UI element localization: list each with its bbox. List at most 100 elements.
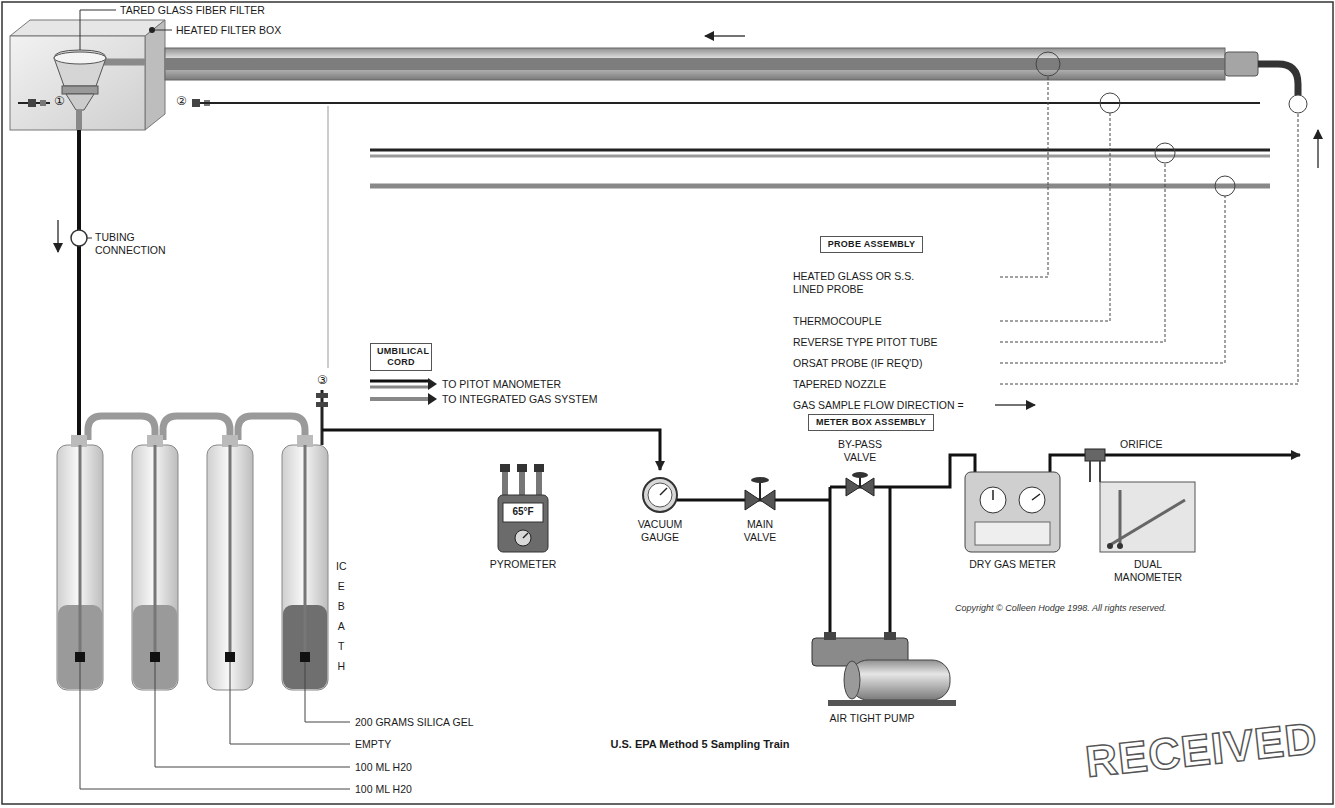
thermocouple-fittings bbox=[40, 100, 46, 106]
box-title: UMBILICAL CORD bbox=[377, 346, 425, 368]
main-valve bbox=[751, 477, 769, 483]
impinger-leaders bbox=[80, 662, 350, 789]
glass-fiber-filter bbox=[76, 110, 82, 130]
part-label: REVERSE TYPE PITOT TUBE bbox=[793, 336, 938, 349]
probe-assembly-drawing bbox=[1317, 130, 1319, 168]
pyrometer bbox=[500, 464, 510, 472]
glass-fiber-filter bbox=[54, 50, 106, 86]
heated-filter-box bbox=[145, 20, 165, 130]
pyrometer bbox=[503, 503, 543, 522]
main-valve bbox=[760, 490, 775, 510]
thermocouple-fittings bbox=[18, 99, 1260, 107]
impinger-train bbox=[57, 416, 350, 789]
pyrometer bbox=[517, 464, 527, 472]
group-title-box: PROBE ASSEMBLY bbox=[820, 236, 923, 253]
impinger bbox=[300, 652, 310, 662]
heated-filter-box bbox=[149, 27, 155, 33]
outlet-connection bbox=[328, 106, 329, 368]
impinger-leaders bbox=[155, 662, 350, 767]
outlet-connection bbox=[316, 106, 660, 470]
impinger bbox=[282, 445, 328, 690]
contents-label: 100 ML H20 bbox=[355, 783, 412, 796]
group-title-box: UMBILICAL CORD bbox=[370, 343, 432, 371]
glass-fiber-filter bbox=[80, 10, 116, 50]
heated-filter-box bbox=[10, 36, 145, 130]
thermocouple-fittings bbox=[192, 99, 200, 107]
air-tight-pump bbox=[824, 632, 836, 640]
orifice-and-manometer bbox=[1085, 449, 1105, 461]
heated-filter-box bbox=[10, 20, 165, 36]
pyrometer bbox=[515, 530, 531, 546]
outlet-connection bbox=[321, 390, 324, 445]
probe-assembly-drawing bbox=[370, 155, 1270, 158]
umbilical-cord-lines bbox=[370, 397, 428, 401]
pyrometer bbox=[498, 495, 548, 552]
vertical-label: ICE BATH bbox=[336, 556, 347, 676]
by-pass-valve bbox=[846, 472, 874, 496]
main-valve bbox=[745, 477, 775, 510]
impinger-leaders bbox=[80, 662, 350, 789]
flow-note: GAS SAMPLE FLOW DIRECTION = bbox=[793, 399, 964, 412]
impinger-connectors bbox=[88, 416, 155, 440]
orifice-and-manometer bbox=[1119, 490, 1122, 545]
callout-number: ① bbox=[54, 95, 65, 108]
vacuum-gauge bbox=[660, 488, 667, 495]
flow-direction-arrow bbox=[995, 404, 1035, 406]
contents-label: 100 ML H20 bbox=[355, 761, 412, 774]
probe-callout-leaders bbox=[1000, 52, 1307, 384]
diagram-caption: U.S. EPA Method 5 Sampling Train bbox=[450, 738, 950, 751]
contents-label: 200 GRAMS SILICA GEL bbox=[355, 716, 473, 729]
heated-filter-box bbox=[10, 20, 172, 130]
by-pass-valve bbox=[860, 478, 874, 496]
impinger bbox=[207, 445, 253, 690]
by-pass-valve bbox=[846, 478, 860, 496]
probe-assembly-drawing bbox=[165, 48, 1225, 80]
glass-fiber-filter bbox=[54, 52, 106, 64]
impinger bbox=[132, 435, 178, 690]
part-label: ORIFICE bbox=[1120, 438, 1163, 451]
part-label: TARED GLASS FIBER FILTER bbox=[120, 4, 265, 17]
dry-gas-meter bbox=[965, 472, 1060, 552]
group-title-box: METER BOX ASSEMBLY bbox=[808, 414, 934, 431]
by-pass-valve bbox=[859, 477, 861, 487]
part-label: DUAL MANOMETER bbox=[1108, 558, 1188, 583]
thermocouple-fittings bbox=[28, 99, 36, 107]
probe-callout-leaders bbox=[1000, 76, 1048, 277]
pyrometer bbox=[498, 464, 548, 552]
part-label: TAPERED NOZZLE bbox=[793, 378, 886, 391]
meter-box-piping bbox=[890, 455, 975, 487]
air-tight-pump bbox=[812, 632, 956, 706]
probe-callout-leaders bbox=[1000, 196, 1225, 363]
part-label: AIR TIGHT PUMP bbox=[807, 712, 937, 725]
impinger-connectors bbox=[88, 416, 305, 440]
umbilical-cord-lines bbox=[370, 386, 428, 389]
orifice-and-manometer bbox=[1107, 543, 1113, 549]
heated-filter-box bbox=[155, 30, 172, 31]
impinger bbox=[75, 652, 85, 662]
callout-number: ③ bbox=[317, 374, 328, 387]
main-valve bbox=[759, 482, 761, 500]
air-tight-pump bbox=[844, 661, 860, 699]
dry-gas-meter bbox=[965, 472, 1060, 552]
impinger bbox=[229, 445, 232, 652]
pyrometer bbox=[536, 468, 542, 495]
probe-callout-leaders bbox=[1155, 143, 1175, 163]
impinger bbox=[132, 445, 178, 690]
copyright-note: Copyright © Colleen Hodge 1998. All righ… bbox=[955, 603, 1166, 614]
dry-gas-meter bbox=[993, 490, 1040, 500]
part-label: PYROMETER bbox=[483, 558, 563, 571]
tubing bbox=[71, 230, 87, 246]
tubing bbox=[77, 130, 81, 442]
umbilical-cord-lines bbox=[428, 393, 437, 405]
part-label: TUBING CONNECTION bbox=[95, 231, 175, 256]
tubing bbox=[57, 220, 59, 252]
probe-callout-leaders bbox=[1000, 163, 1165, 342]
probe-assembly-drawing bbox=[165, 36, 1318, 186]
part-label: VACUUM GAUGE bbox=[627, 518, 693, 543]
impinger-connectors bbox=[238, 416, 305, 440]
box-title: PROBE ASSEMBLY bbox=[827, 239, 916, 250]
outlet-connection bbox=[316, 402, 328, 407]
impinger bbox=[57, 435, 103, 690]
